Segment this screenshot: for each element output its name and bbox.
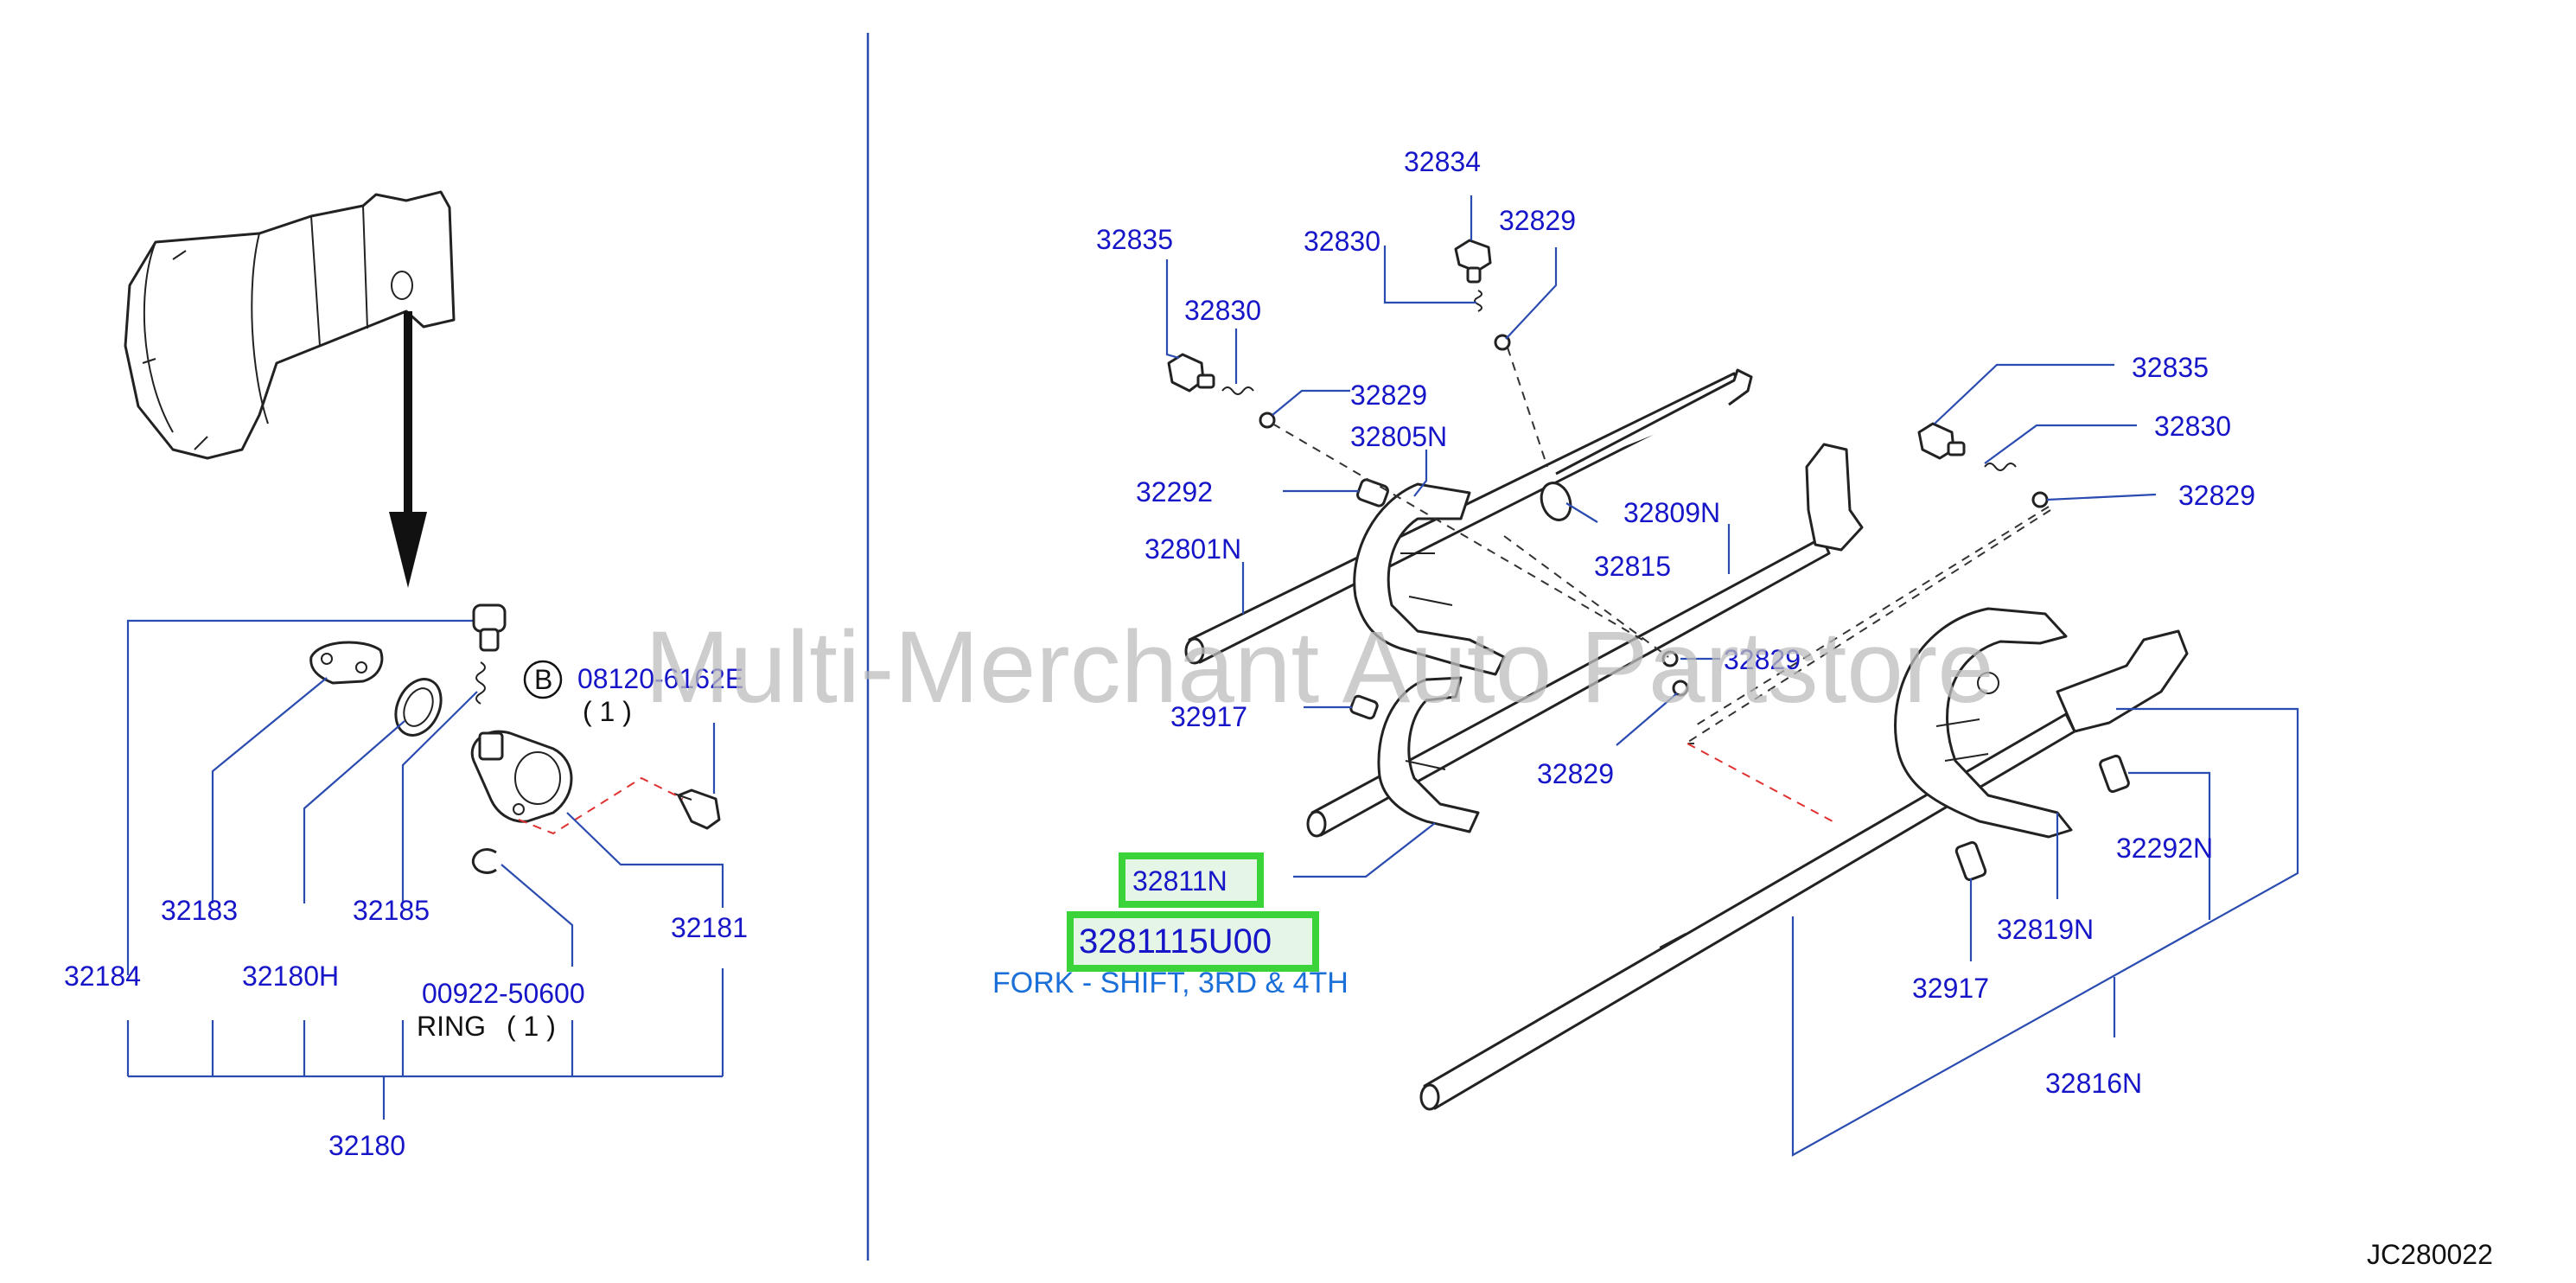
- left-leaders: [211, 677, 724, 967]
- label-32835-left: 32835: [1096, 224, 1173, 255]
- shift-fork-32811N: [1377, 676, 1480, 833]
- label-32816N: 32816N: [2045, 1068, 2142, 1099]
- ball-32829-mid2: [1672, 680, 1689, 697]
- label-32917-right: 32917: [1912, 973, 1989, 1004]
- bolt-32835-right: [1917, 422, 1966, 460]
- spring-32830-left: [1221, 386, 1254, 395]
- bolt-part-code: 08120-6162E: [577, 663, 743, 694]
- ring-quantity: ( 1 ): [507, 1011, 556, 1042]
- label-32801N: 32801N: [1145, 533, 1241, 565]
- switch-part: [470, 730, 573, 823]
- label-32180: 32180: [328, 1130, 405, 1161]
- transmission-illustration: [124, 190, 456, 460]
- shift-rod-32816N: [1419, 712, 2076, 1111]
- pin-32917-left: [1349, 694, 1379, 720]
- pin-32917-right: [1954, 841, 1987, 881]
- highlight-oem-number[interactable]: 3281115U00: [1079, 922, 1272, 961]
- label-32829-mid2: 32829: [1537, 758, 1614, 789]
- shift-rod-32809N: [1306, 443, 1864, 838]
- label-32830-left: 32830: [1184, 295, 1261, 326]
- label-32829-right: 32829: [2178, 480, 2255, 511]
- label-32184: 32184: [64, 961, 141, 992]
- gasket-part: [394, 678, 443, 737]
- spring-32830-top: [1474, 290, 1482, 312]
- shift-rod-32801N: [1184, 368, 1753, 665]
- bolt-part: [673, 788, 721, 830]
- highlight-box-part-number[interactable]: [1119, 852, 1264, 908]
- label-32185: 32185: [353, 895, 430, 926]
- right-leaders: [1165, 195, 2157, 961]
- label-32292N: 32292N: [2116, 833, 2213, 864]
- bolt-32834: [1454, 239, 1492, 284]
- spring-32830-right: [1984, 463, 2017, 471]
- label-32830-right: 32830: [2154, 411, 2231, 442]
- ring-name: RING: [417, 1011, 486, 1042]
- plate-part: [309, 641, 384, 685]
- label-32819N: 32819N: [1997, 914, 2094, 945]
- pin-32292N: [2099, 754, 2130, 794]
- dashed-guides: [1272, 347, 2051, 822]
- spring-part: [475, 661, 486, 705]
- label-32829-mid1: 32829: [1724, 644, 1801, 675]
- ring-part-code: 00922-50600: [422, 978, 585, 1009]
- label-32834: 32834: [1404, 146, 1481, 177]
- label-32917-left: 32917: [1170, 701, 1247, 732]
- left-bracket: [126, 619, 724, 1120]
- label-32805N: 32805N: [1350, 421, 1447, 452]
- diagram-code: JC280022: [2367, 1239, 2493, 1270]
- label-32829-top: 32829: [1499, 205, 1576, 236]
- label-32292: 32292: [1136, 476, 1213, 507]
- highlight-description[interactable]: FORK - SHIFT, 3RD & 4TH: [992, 967, 1349, 999]
- ball-32829-mid1: [1661, 650, 1679, 667]
- label-32830-top: 32830: [1304, 226, 1380, 257]
- ring-part: [471, 848, 497, 874]
- arrow-head: [389, 512, 427, 588]
- highlight-part-number[interactable]: 32811N: [1132, 865, 1227, 897]
- bolt-quantity: ( 1 ): [583, 696, 632, 727]
- label-32183: 32183: [161, 895, 238, 926]
- label-32835-right: 32835: [2132, 352, 2209, 383]
- right-bracket: [1791, 707, 2299, 1157]
- label-32829-left: 32829: [1350, 380, 1427, 411]
- shift-fork-32819N: [1894, 607, 2189, 839]
- ball-32829-right: [2031, 491, 2049, 508]
- label-32815: 32815: [1594, 551, 1671, 582]
- label-32181: 32181: [671, 912, 748, 943]
- label-32180H: 32180H: [242, 961, 339, 992]
- watermark: Multi-Merchant Auto Partstore: [645, 610, 1994, 724]
- bolt-badge-letter: B: [534, 664, 552, 695]
- highlight-box-oem-number[interactable]: [1067, 911, 1319, 972]
- label-32809N: 32809N: [1623, 497, 1720, 528]
- shift-fork-32805N: [1353, 482, 1506, 676]
- interlock-32815: [1540, 482, 1572, 521]
- ball-32829-left: [1259, 412, 1276, 429]
- bolt-badge-circle: [523, 660, 563, 699]
- plunger-part: [472, 603, 507, 652]
- highlighted-part[interactable]: 32811N 3281115U00 FORK - SHIFT, 3RD & 4T…: [992, 852, 1349, 999]
- bolt-32835-left: [1167, 353, 1215, 393]
